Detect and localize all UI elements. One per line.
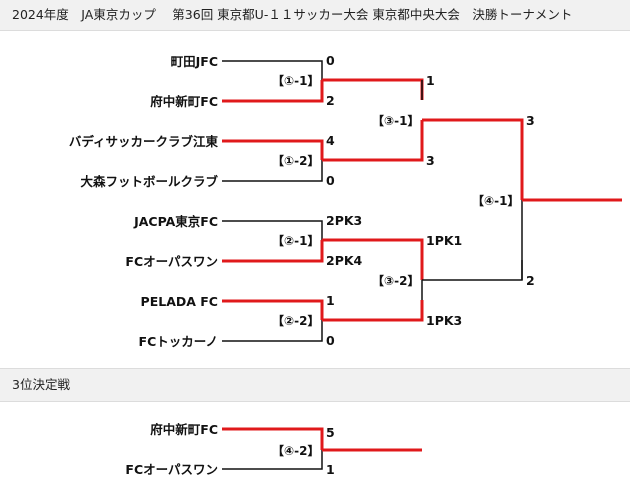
- match-1-1-lines: [222, 60, 424, 103]
- match-label: 【②-1】: [272, 233, 320, 248]
- third-place-section-header: 3位決定戦: [0, 368, 630, 402]
- team-name: バディサッカークラブ江東: [69, 134, 219, 149]
- team-name: 府中新町FC: [150, 94, 218, 109]
- match-label: 【③-2】: [372, 273, 420, 288]
- team-name: 町田JFC: [171, 54, 218, 69]
- match-2-2-lines: [222, 299, 424, 342]
- match-3-1-lines: [420, 80, 524, 140]
- match-label: 【④-1】: [472, 193, 520, 208]
- match-label: 【①-2】: [272, 153, 320, 168]
- match-score: 0: [326, 53, 335, 68]
- match-label: 【④-2】: [272, 443, 320, 458]
- match-3-2-lines: [420, 260, 523, 300]
- match-score: 2PK4: [326, 253, 363, 268]
- team-name: JACPA東京FC: [133, 214, 218, 229]
- match-1-2-lines: [222, 139, 424, 182]
- match-label: 【③-1】: [372, 113, 420, 128]
- match-score: 1PK3: [426, 313, 462, 328]
- team-name: FCトッカーノ: [139, 334, 218, 349]
- match-2-1-lines: [222, 220, 424, 263]
- match-score: 2: [526, 273, 535, 288]
- match-label: 【①-1】: [272, 73, 320, 88]
- match-4-2-lines: [222, 427, 422, 470]
- match-score: 2: [326, 93, 335, 108]
- match-score: 0: [326, 173, 335, 188]
- team-name: 府中新町FC: [150, 422, 218, 437]
- match-score: 1: [326, 462, 335, 477]
- match-4-1-lines: [520, 120, 622, 280]
- match-score: 1: [326, 293, 335, 308]
- match-score: 0: [326, 333, 335, 348]
- team-name: FCオーパスワン: [125, 462, 218, 477]
- match-score: 5: [326, 425, 335, 440]
- match-score: 3: [426, 153, 435, 168]
- match-score: 1: [426, 73, 435, 88]
- match-score: 4: [326, 133, 335, 148]
- team-name: PELADA FC: [141, 294, 218, 309]
- match-score: 3: [526, 113, 535, 128]
- match-label: 【②-2】: [272, 313, 320, 328]
- team-name: 大森フットボールクラブ: [80, 174, 218, 189]
- page-title: 2024年度 JA東京カップ 第36回 東京都U-１１サッカー大会 東京都中央大…: [0, 0, 630, 31]
- match-score: 2PK3: [326, 213, 362, 228]
- team-name: FCオーパスワン: [125, 254, 218, 269]
- match-score: 1PK1: [426, 233, 462, 248]
